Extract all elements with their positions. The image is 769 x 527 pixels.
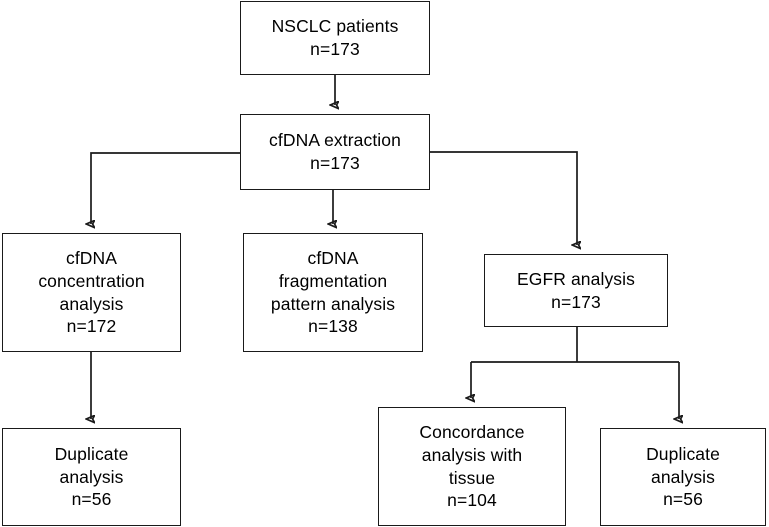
node-line: analysis bbox=[59, 466, 124, 487]
node-cfdna-extraction[interactable]: cfDNA extraction n=173 bbox=[240, 114, 430, 190]
node-line: pattern analysis bbox=[270, 293, 396, 314]
node-line: cfDNA extraction bbox=[269, 130, 401, 151]
node-line: EGFR analysis bbox=[517, 268, 635, 289]
node-line: analysis with bbox=[421, 444, 523, 465]
node-duplicate-analysis-egfr[interactable]: Duplicate analysis n=56 bbox=[600, 428, 766, 526]
node-line: cfDNA bbox=[65, 248, 118, 268]
node-count: n=104 bbox=[447, 490, 497, 511]
node-nsclc-patients[interactable]: NSCLC patients n=173 bbox=[240, 1, 430, 75]
node-line: Concordance bbox=[419, 422, 525, 442]
node-line: NSCLC patients bbox=[271, 16, 399, 37]
node-line: concentration bbox=[38, 270, 145, 291]
node-line: analysis bbox=[650, 466, 716, 487]
node-egfr-analysis[interactable]: EGFR analysis n=173 bbox=[484, 254, 668, 327]
node-line: fragmentation bbox=[278, 270, 388, 291]
edge-extraction-to-concentration bbox=[91, 152, 240, 224]
node-cfdna-fragmentation-pattern-analysis[interactable]: cfDNA fragmentation pattern analysis n=1… bbox=[243, 233, 423, 352]
node-count: n=173 bbox=[551, 291, 601, 312]
edge-egfr-split-bus bbox=[471, 327, 679, 363]
node-cfdna-concentration-analysis[interactable]: cfDNA concentration analysis n=172 bbox=[2, 233, 181, 352]
node-line: tissue bbox=[448, 467, 496, 488]
node-line: analysis bbox=[59, 293, 124, 314]
node-count: n=173 bbox=[310, 39, 360, 59]
node-line: Duplicate bbox=[646, 443, 720, 464]
node-count: n=56 bbox=[71, 489, 112, 510]
node-count: n=56 bbox=[663, 489, 703, 510]
node-count: n=138 bbox=[308, 316, 358, 337]
node-count: n=173 bbox=[310, 153, 360, 173]
node-duplicate-analysis-cfdna[interactable]: Duplicate analysis n=56 bbox=[2, 428, 181, 526]
node-line: Duplicate bbox=[54, 443, 129, 464]
edge-extraction-to-egfr bbox=[430, 151, 577, 245]
node-line: cfDNA bbox=[307, 248, 359, 268]
node-count: n=172 bbox=[66, 316, 117, 337]
node-concordance-analysis-with-tissue[interactable]: Concordance analysis with tissue n=104 bbox=[378, 407, 566, 526]
